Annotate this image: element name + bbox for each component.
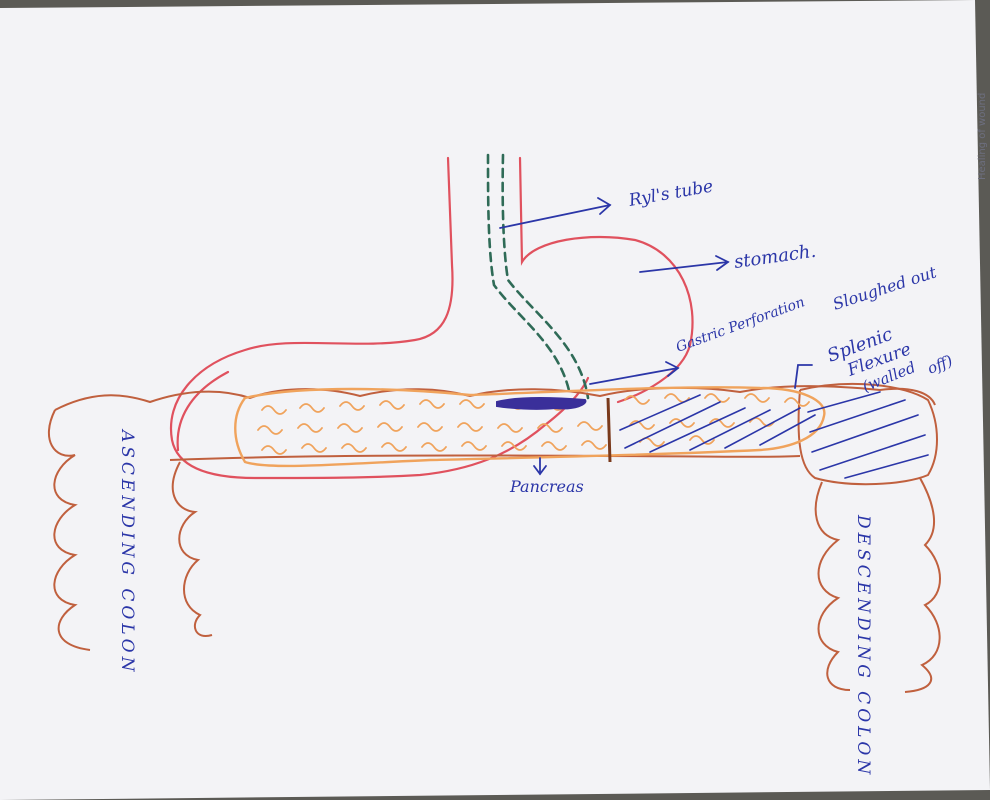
margin-note: Healing of wound [977, 93, 988, 180]
label-pancreas: Pancreas [509, 477, 584, 496]
perforation-mark [497, 398, 585, 409]
pancreas-divider [608, 398, 610, 462]
label-descending-colon: DESCENDING COLON [853, 514, 873, 778]
label-ascending-colon: ASCENDING COLON [117, 428, 137, 675]
